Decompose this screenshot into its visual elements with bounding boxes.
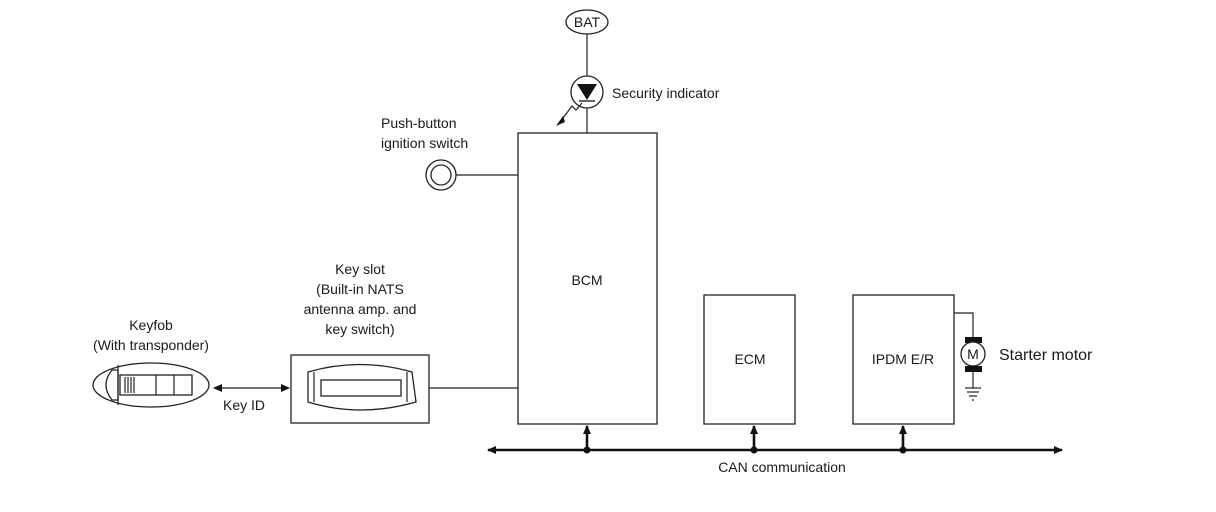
key-slot-label-line1: Key slot — [335, 261, 385, 277]
ipdm-label: IPDM E/R — [872, 351, 934, 367]
security-indicator-label: Security indicator — [612, 85, 720, 101]
starter-motor-label: Starter motor — [999, 347, 1093, 364]
keyfob: Keyfob (With transponder) — [92, 317, 210, 408]
key-slot-insert — [320, 379, 402, 397]
ipdm-to-motor-wire — [954, 312, 974, 338]
starter-motor: M Starter motor — [954, 312, 1093, 401]
battery-label: BAT — [574, 14, 601, 30]
key-slot-label-line2: (Built-in NATS — [316, 281, 404, 297]
ground-icon — [965, 387, 981, 401]
can-bus: CAN communication — [487, 425, 1063, 475]
key-slot-label-line3: antenna amp. and — [304, 301, 417, 317]
led-diode-icon — [577, 84, 597, 100]
keyfob-label-line2: (With transponder) — [93, 337, 209, 353]
ecm-module: ECM — [703, 294, 796, 425]
push-button-inner-ring — [430, 164, 452, 186]
push-button-label-line1: Push-button — [381, 115, 457, 131]
push-button-ignition-switch: Push-button ignition switch — [381, 115, 468, 191]
security-indicator: Security indicator — [556, 75, 720, 126]
key-slot-label-line4: key switch) — [325, 321, 394, 337]
key-slot: Key slot (Built-in NATS antenna amp. and… — [290, 261, 430, 424]
battery-node: BAT — [565, 9, 609, 35]
ecm-label: ECM — [734, 351, 765, 367]
ipdm-module: IPDM E/R — [852, 294, 955, 425]
bcm-box — [517, 132, 658, 425]
bcm-label: BCM — [571, 272, 602, 288]
ipdm-box — [852, 294, 955, 425]
bcm-can-junction — [583, 446, 591, 454]
motor-symbol: M — [967, 346, 979, 362]
ecm-can-junction — [750, 446, 758, 454]
ecm-box — [703, 294, 796, 425]
key-id-link: Key ID — [213, 384, 290, 413]
keyfob-end-cap — [105, 369, 119, 401]
bcm-module: BCM — [517, 132, 658, 425]
ipdm-can-junction — [899, 446, 907, 454]
motor-brush-top — [965, 337, 982, 343]
keyfob-label-line1: Keyfob — [129, 317, 173, 333]
motor-brush-bottom — [965, 366, 982, 372]
push-button-label-line2: ignition switch — [381, 135, 468, 151]
key-id-label: Key ID — [223, 397, 265, 413]
can-communication-label: CAN communication — [718, 459, 846, 475]
led-emission-icon — [559, 102, 583, 123]
